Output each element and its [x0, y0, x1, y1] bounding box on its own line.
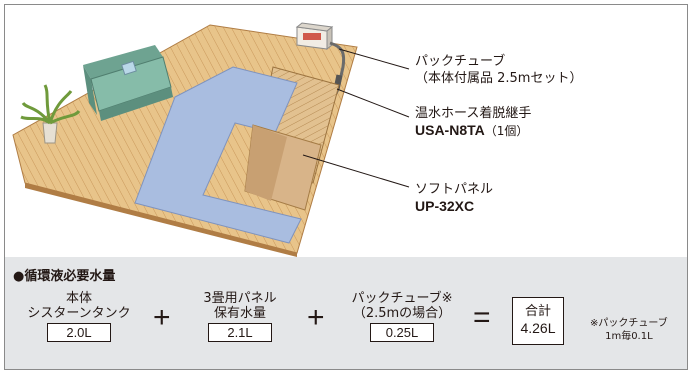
- term-tube-line1: パックチューブ※: [351, 291, 453, 306]
- callout-pack-tube: パックチューブ （本体付属品 2.5mセット）: [415, 53, 582, 87]
- term-panel-line2: 保有水量: [213, 306, 266, 321]
- total-value: 4.26L: [520, 320, 556, 336]
- tube-note: ※パックチューブ 1m毎0.1L: [590, 317, 668, 343]
- term-panel-value: 2.1L: [208, 323, 272, 342]
- product-figure: パックチューブ （本体付属品 2.5mセット） 温水ホース着脱継手 USA-N8…: [4, 4, 688, 370]
- water-requirement-title: ●循環液必要水量: [13, 269, 116, 284]
- term-tube-line2: （2.5mの場合）: [352, 306, 452, 321]
- total-label: 合計: [524, 304, 551, 319]
- term-tube-value: 0.25L: [370, 323, 434, 342]
- term-tank-line2: シスターンタンク: [27, 306, 131, 321]
- callout-soft-panel: ソフトパネル UP-32XC: [415, 181, 493, 215]
- callout-hose-joint: 温水ホース着脱継手 USA-N8TA（1個）: [415, 105, 531, 140]
- room-illustration: [12, 22, 410, 257]
- pack-tube-name: パックチューブ: [415, 54, 506, 69]
- term-panel-line1: 3畳用パネル: [203, 291, 277, 306]
- heater-unit-icon: [295, 22, 334, 51]
- term-tank-line1: 本体: [65, 291, 92, 306]
- pack-tube-detail: （本体付属品 2.5mセット）: [415, 71, 583, 86]
- total-box: 合計 4.26L: [512, 297, 564, 345]
- plus-sign-2: +: [307, 301, 325, 334]
- soft-panel-name: ソフトパネル: [415, 182, 494, 197]
- equals-sign: =: [473, 301, 491, 334]
- soft-panel-model: UP-32XC: [415, 198, 475, 214]
- carpet-icon: [134, 66, 302, 244]
- sofa-icon: [83, 45, 173, 121]
- hose-joint-name: 温水ホース着脱継手: [415, 106, 532, 121]
- term-tube: パックチューブ※ （2.5mの場合） 0.25L: [339, 291, 465, 342]
- water-requirement-panel: ●循環液必要水量 本体 シスターンタンク 2.0L + 3畳用パネル 保有水量 …: [5, 257, 687, 369]
- plus-sign-1: +: [153, 301, 171, 334]
- hose-joint-qty: （1個）: [484, 124, 529, 138]
- term-tank: 本体 シスターンタンク 2.0L: [19, 291, 139, 342]
- term-panel: 3畳用パネル 保有水量 2.1L: [187, 291, 293, 342]
- tube-note-line1: ※パックチューブ: [590, 318, 668, 329]
- plant-icon: [20, 84, 81, 144]
- tube-note-line2: 1m毎0.1L: [605, 331, 653, 342]
- hose-joint-model: USA-N8TA: [415, 122, 485, 138]
- term-tank-value: 2.0L: [47, 323, 111, 342]
